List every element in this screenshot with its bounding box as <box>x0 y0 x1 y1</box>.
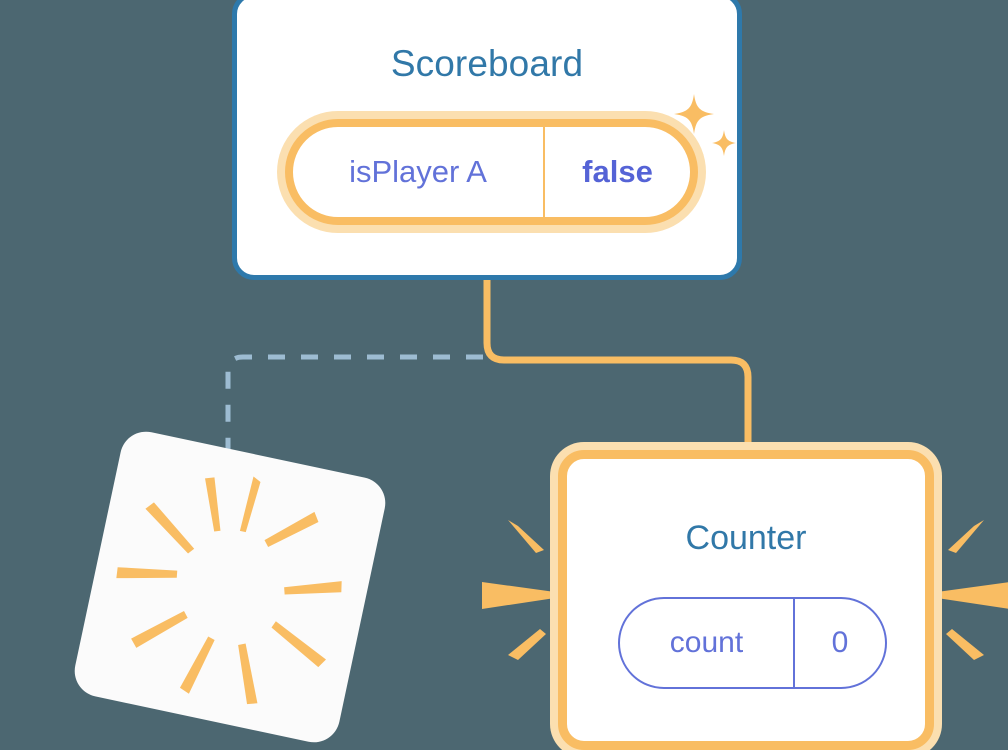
scoreboard-title: Scoreboard <box>390 43 584 84</box>
burst-card[interactable] <box>69 426 391 748</box>
counter-card[interactable]: Counter count 0 <box>558 450 934 750</box>
counter-state-key: count <box>620 599 795 687</box>
edge-scoreboard-to-counter <box>483 276 752 466</box>
counter-title: Counter <box>685 519 807 557</box>
scoreboard-state-pill[interactable]: isPlayer A false <box>285 119 698 225</box>
burst-rays-icon <box>116 476 342 705</box>
scoreboard-state-value: false <box>582 154 653 189</box>
counter-state-pill[interactable]: count 0 <box>618 597 887 689</box>
scoreboard-state-key: isPlayer A <box>293 127 545 217</box>
counter-burst-rays-right-icon <box>937 520 1008 660</box>
counter-burst-rays-left-icon <box>482 520 555 660</box>
scoreboard-card[interactable]: Scoreboard isPlayer A false <box>232 0 742 280</box>
sparkle-icon <box>674 94 736 156</box>
counter-state-value: 0 <box>831 626 849 659</box>
